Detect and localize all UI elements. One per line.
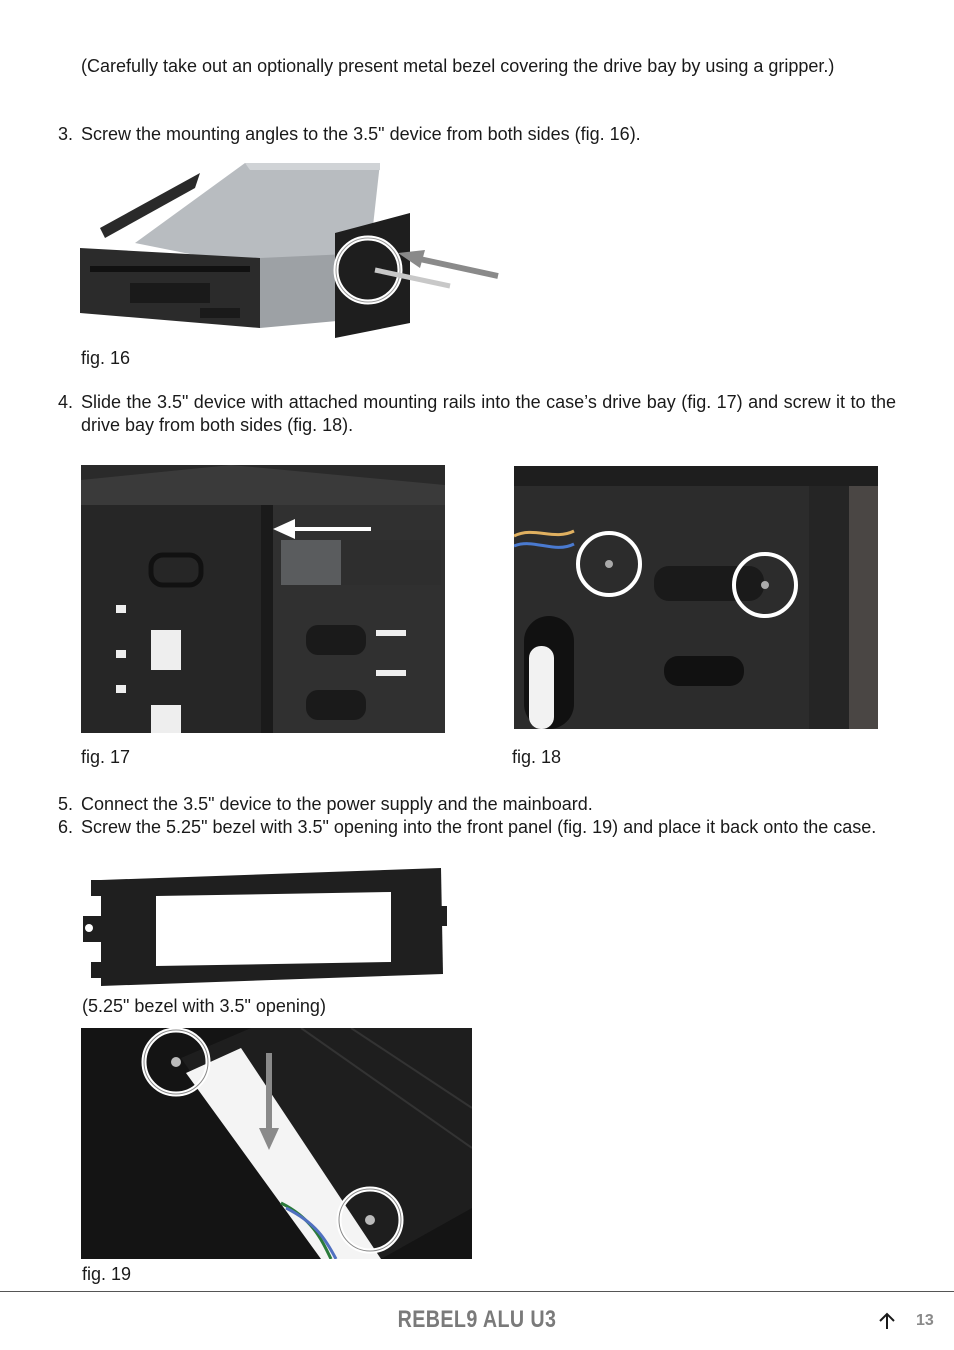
step-5: 5. Connect the 3.5" device to the power …: [58, 793, 896, 816]
caption-fig-17: fig. 17: [81, 747, 131, 767]
figure-19-bezel-front-panel: [81, 1028, 472, 1259]
intro-paragraph: (Carefully take out an optionally presen…: [81, 56, 835, 76]
bezel-image: [81, 866, 447, 990]
page-number: 13: [916, 1312, 934, 1329]
figure-18-screw-drive-bay: [514, 466, 878, 729]
step-number: 6.: [58, 817, 74, 837]
step-6: 6. Screw the 5.25" bezel with 3.5" openi…: [58, 816, 896, 839]
arrow-up-icon[interactable]: [876, 1310, 898, 1332]
figure-17-slide-into-bay: [81, 465, 445, 733]
step-text: Screw the 5.25" bezel with 3.5" opening …: [81, 817, 877, 837]
caption-fig-18: fig. 18: [512, 747, 562, 767]
step-4: 4. Slide the 3.5" device with attached m…: [58, 391, 896, 437]
step-3: 3. Screw the mounting angles to the 3.5"…: [58, 123, 896, 146]
caption-bezel: (5.25" bezel with 3.5" opening): [82, 996, 326, 1016]
step-number: 3.: [58, 124, 74, 144]
step-text: Slide the 3.5" device with attached moun…: [81, 392, 896, 435]
caption-fig-16: fig. 16: [81, 348, 131, 368]
step-number: 4.: [58, 392, 74, 412]
step-text: Connect the 3.5" device to the power sup…: [81, 794, 593, 814]
figure-16-drive-with-mounting-angles: [80, 158, 500, 342]
step-number: 5.: [58, 794, 74, 814]
footer-divider: [0, 1291, 954, 1292]
step-text: Screw the mounting angles to the 3.5" de…: [81, 124, 641, 144]
caption-fig-19: fig. 19: [82, 1264, 132, 1284]
footer-product-title: REBEL9 ALU U3: [397, 1306, 557, 1333]
